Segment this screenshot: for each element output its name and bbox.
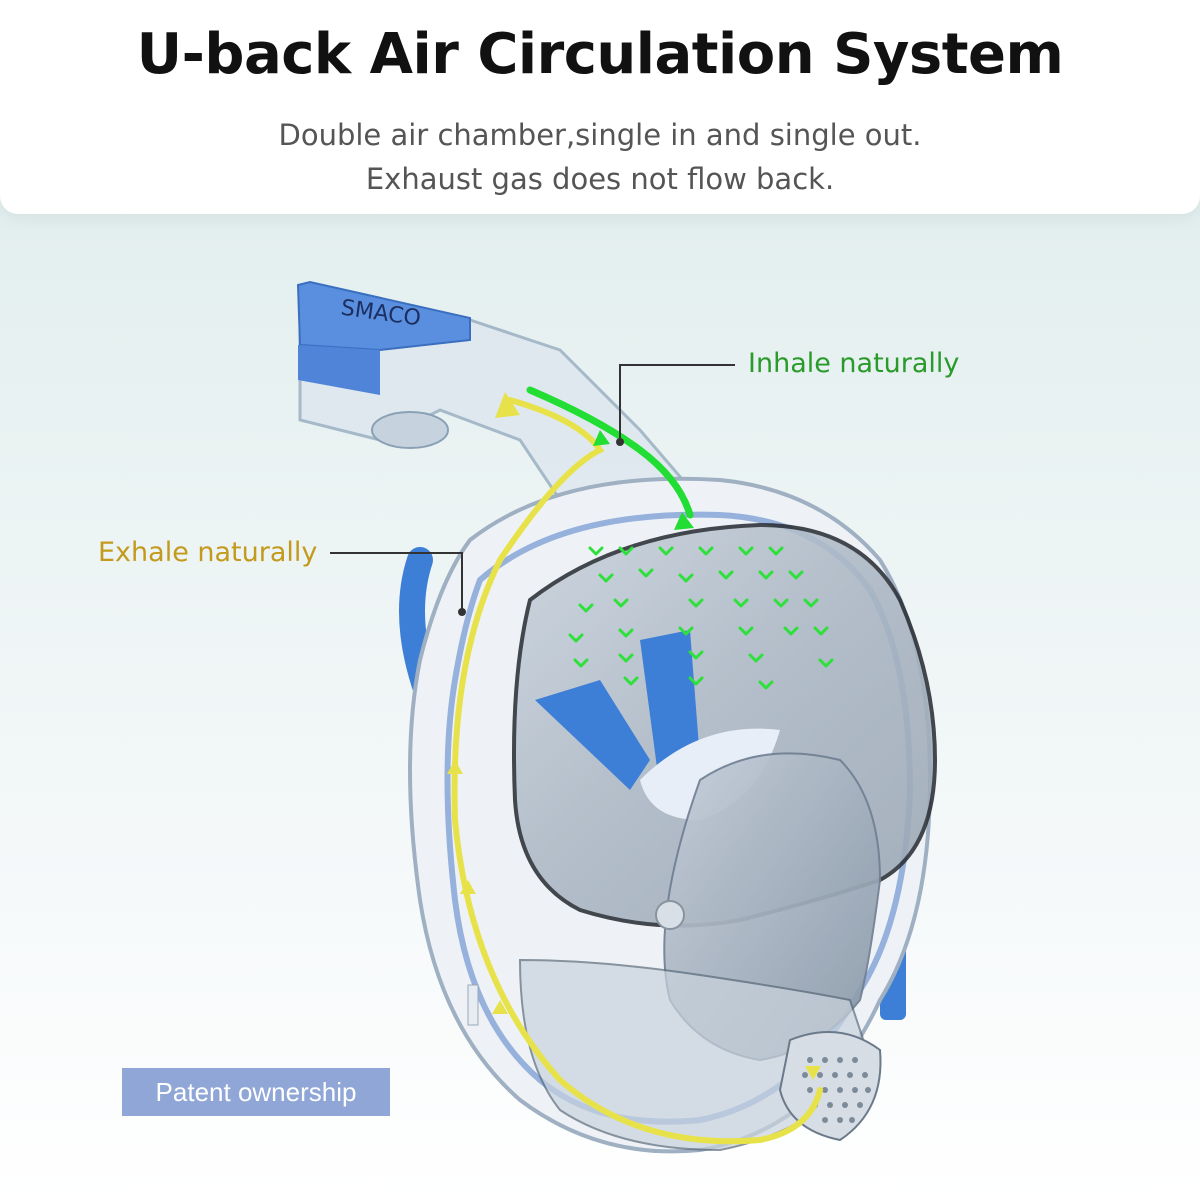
- exhaust-valve-icon: [778, 1031, 882, 1142]
- snorkel-valve: [371, 411, 449, 449]
- page-title: U-back Air Circulation System: [136, 22, 1064, 87]
- chevron-down-icon: [568, 546, 834, 690]
- lens-valve: [655, 900, 685, 930]
- arrow-inhale-icon: [526, 386, 694, 519]
- header-panel: U-back Air Circulation System Double air…: [0, 0, 1200, 214]
- snorkel-cap-side: [298, 345, 380, 395]
- snorkel-cap: [296, 280, 471, 352]
- inhale-leader-line: [619, 364, 735, 440]
- inhale-label: Inhale naturally: [748, 348, 960, 379]
- patent-badge: Patent ownership: [122, 1068, 390, 1116]
- side-clip: [467, 984, 479, 1026]
- exhale-leader-line: [330, 552, 463, 610]
- arrow-exhale-icon: [451, 397, 823, 1145]
- subtitle: Double air chamber,single in and single …: [0, 113, 1200, 201]
- subtitle-line-2: Exhaust gas does not flow back.: [365, 162, 835, 196]
- exhale-label: Exhale naturally: [98, 537, 318, 568]
- inner-strap-left: [535, 680, 650, 790]
- subtitle-line-1: Double air chamber,single in and single …: [278, 118, 922, 152]
- arrow-exhale-head: [495, 392, 520, 418]
